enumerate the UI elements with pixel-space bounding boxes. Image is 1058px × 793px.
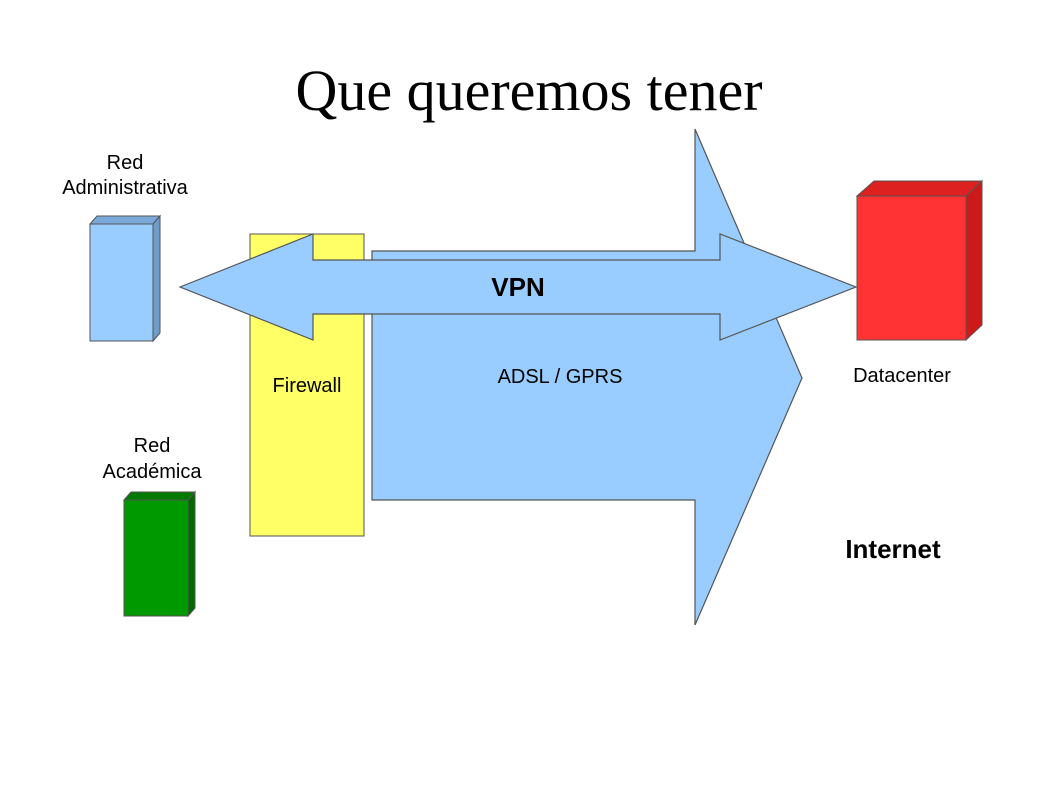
vpn-arrow (178, 233, 858, 341)
red-administrativa-label-line2: Administrativa (62, 177, 188, 199)
slide-title: Que queremos tener (295, 58, 763, 123)
datacenter-label: Datacenter (853, 365, 951, 387)
firewall-label: Firewall (273, 375, 342, 397)
red-academica-label-line2: Académica (103, 461, 203, 483)
red-academica-label-line1: Red (134, 435, 171, 457)
red-administrativa-box (88, 214, 162, 343)
adsl-gprs-label: ADSL / GPRS (498, 366, 623, 388)
red-administrativa-label-line1: Red (107, 152, 144, 174)
vpn-label: VPN (491, 272, 544, 302)
internet-label: Internet (845, 534, 941, 564)
datacenter-box (855, 179, 984, 342)
internet-arrow (371, 128, 803, 626)
red-academica-box (122, 490, 197, 618)
